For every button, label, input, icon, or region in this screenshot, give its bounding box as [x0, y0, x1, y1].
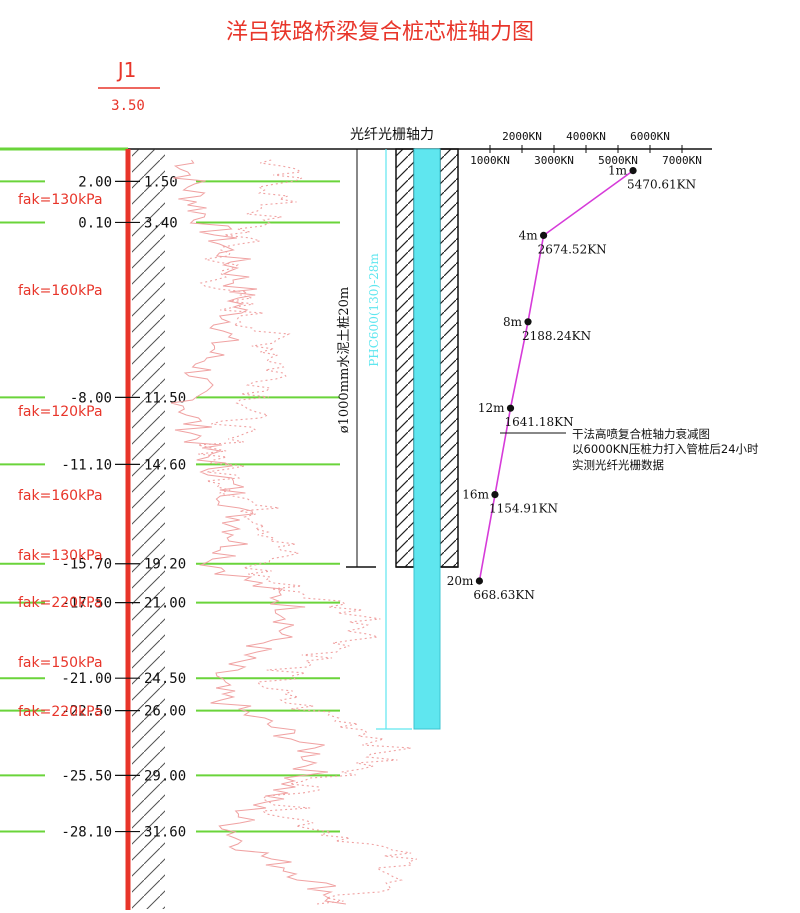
axial-force-value-label: 5470.61KN — [627, 178, 696, 192]
layer-elevation: -11.10 — [61, 457, 112, 473]
axial-force-depth-label: 20m — [447, 574, 474, 588]
axial-force-depth-label: 8m — [503, 315, 523, 329]
layer-elevation: -28.10 — [61, 825, 112, 841]
axial-force-value-label: 2674.52KN — [538, 242, 607, 256]
axial-force-point — [524, 318, 532, 326]
axial-force-axis-label: 光纤光栅轴力 — [350, 127, 434, 143]
fak-label: fak=220kPa — [18, 704, 103, 720]
fak-label: fak=160kPa — [18, 283, 103, 299]
layer-elevation: -15.70 — [61, 557, 112, 573]
layer-depth: 29.00 — [144, 768, 186, 784]
axial-force-value-label: 668.63KN — [473, 588, 534, 602]
axial-force-point — [539, 231, 548, 239]
layer-depth: 3.40 — [144, 215, 178, 231]
hole-id: J1 — [116, 58, 137, 82]
axial-force-value-label: 1154.91KN — [489, 502, 558, 516]
layer-elevation: -21.00 — [61, 671, 112, 687]
axis-tick-top: 6000KN — [630, 130, 670, 143]
layer-depth: 19.20 — [144, 557, 186, 573]
axial-force-point — [475, 577, 483, 585]
axis-tick-bottom: 1000KN — [470, 154, 510, 167]
layer-elevation: -25.50 — [61, 768, 112, 784]
fak-label: fak=160kPa — [18, 488, 103, 504]
layer-depth: 31.60 — [144, 825, 186, 841]
cement-pile-left-wall — [395, 148, 415, 568]
axial-force-point — [491, 491, 499, 499]
layer-elevation: 2.00 — [78, 174, 112, 190]
layer-depth: 24.50 — [144, 671, 186, 687]
layer-markers: 2.00 1.50 0.10 3.40 -8.00 11.50 -11.10 14.60 -15… — [0, 174, 340, 841]
layer-depth: 11.50 — [144, 390, 186, 406]
soil-hatch-strip — [132, 149, 165, 909]
axial-force-point — [506, 404, 515, 412]
axis-tick-bottom: 7000KN — [662, 154, 702, 167]
axis-tick-bottom: 3000KN — [534, 154, 574, 167]
cpt-curve — [170, 159, 346, 905]
legend-line-3: 实测光纤光栅数据 — [572, 458, 664, 472]
phc-pile — [413, 148, 441, 730]
legend-line-1: 干法高喷复合桩轴力衰减图 — [572, 427, 710, 441]
axial-force-depth-label: 1m — [608, 164, 628, 178]
fak-label: fak=220kPa — [18, 595, 103, 611]
axial-force-depth-label: 16m — [462, 488, 489, 502]
fak-label: fak=130kPa — [18, 548, 103, 564]
layer-elevation: -22.50 — [61, 704, 112, 720]
fak-label: fak=150kPa — [18, 655, 103, 671]
layer-elevation: -17.50 — [61, 596, 112, 612]
cpt-curves — [170, 159, 417, 905]
axial-force-point — [629, 167, 637, 175]
cement-pile-right-wall — [439, 148, 459, 568]
axis-tick-bottom: 5000KN — [598, 154, 638, 167]
fak-label: fak=130kPa — [18, 192, 103, 208]
layer-depth: 14.60 — [144, 457, 186, 473]
axial-force-depth-label: 12m — [478, 401, 505, 415]
layer-elevation: -8.00 — [70, 390, 112, 406]
axial-force-depth-label: 4m — [519, 228, 539, 242]
legend-line-2: 以6000KN压桩力打入管桩后24小时 — [572, 442, 759, 456]
figure-title: 洋吕铁路桥梁复合桩芯桩轴力图 — [225, 20, 534, 45]
cement-pile-label: ø1000mm水泥土桩20m — [337, 287, 352, 433]
axis-tick-top: 4000KN — [566, 130, 606, 143]
layer-depth: 1.50 — [144, 174, 178, 190]
layer-depth: 26.00 — [144, 704, 186, 720]
axial-force-value-label: 2188.24KN — [522, 329, 591, 343]
fak-label: fak=120kPa — [18, 404, 103, 420]
fak-labels: fak=130kPa fak=160kPa fak=120kPa fak=160kPa… — [18, 192, 103, 720]
axial-force-series-line — [478, 169, 634, 582]
axial-force-value-label: 1641.18KN — [505, 415, 574, 429]
phc-pile-label: PHC600(130)-28m — [367, 253, 381, 367]
hole-elevation: 3.50 — [111, 98, 145, 114]
layer-elevation: 0.10 — [78, 215, 112, 231]
axis-tick-top: 2000KN — [502, 130, 542, 143]
axial-force-axis-ticks: 2000KN 4000KN 6000KN 1000KN 3000KN 5000KN 7000… — [470, 130, 702, 167]
layer-depth: 21.00 — [144, 596, 186, 612]
cpt-curve — [197, 159, 417, 905]
